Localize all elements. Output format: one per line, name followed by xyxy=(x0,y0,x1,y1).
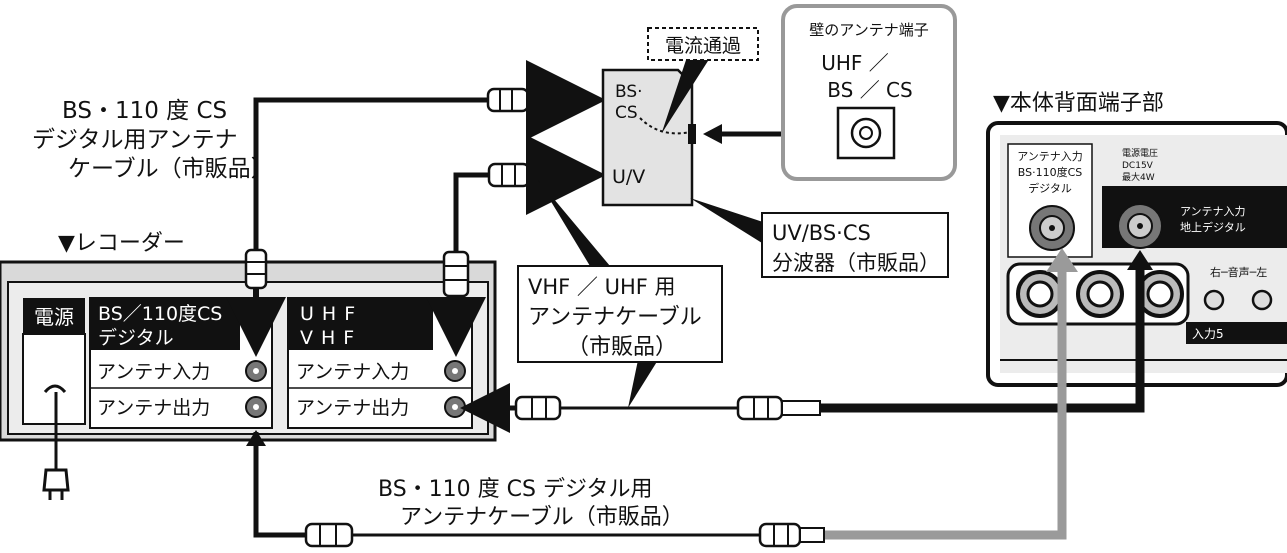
rear-bs-label-3: デジタル xyxy=(1028,181,1072,195)
bs-antenna-in-label: アンテナ入力 xyxy=(97,361,210,383)
splitter-callout-2: 分波器（市販品） xyxy=(772,251,940,275)
uv-antenna-out-label: アンテナ出力 xyxy=(296,397,409,419)
uv-header-line2: VHF xyxy=(300,327,362,349)
rear-power-2: DC15V xyxy=(1122,161,1154,171)
bs-cable-top-label-3: ケーブル（市販品） xyxy=(68,156,274,182)
uv-header xyxy=(288,298,433,350)
vhf-callout-1: VHF ／ UHF 用 xyxy=(528,275,676,299)
rear-power-1: 電源電圧 xyxy=(1122,148,1158,159)
rear-bs-label-1: アンテナ入力 xyxy=(1017,150,1083,163)
current-pass-label: 電流通過 xyxy=(665,35,741,57)
bs-header-line2: デジタル xyxy=(98,327,174,349)
splitter-callout-1: UV/BS·CS xyxy=(772,221,871,245)
wall-terminal-title: 壁のアンテナ端子 xyxy=(809,21,928,39)
vhf-callout-pointer-top xyxy=(538,180,610,266)
uv-cable-bottom-connector-right xyxy=(736,395,821,421)
bs-cable-top-label-2: デジタル用アンテナ xyxy=(32,127,238,153)
arrow-to-terrestrial xyxy=(1127,250,1153,270)
bs-cable-top-connector xyxy=(486,87,547,113)
uv-in-connector xyxy=(426,250,486,357)
bs-header-line1: BS／110度CS xyxy=(98,303,222,325)
bs-cable-bottom-gray xyxy=(823,265,1067,540)
vhf-callout-pointer-bottom xyxy=(628,360,658,408)
vhf-callout-2: アンテナケーブル xyxy=(528,305,702,330)
bs-cable-bottom-label-2: アンテナケーブル（市販品） xyxy=(400,505,684,530)
uv-header-line1: UHF xyxy=(300,303,363,325)
rear-terrestrial-2: 地上デジタル xyxy=(1180,220,1246,234)
splitter-uv-label: U/V xyxy=(612,166,645,188)
power-plug-icon xyxy=(42,384,70,500)
recorder-title: ▼レコーダー xyxy=(58,231,185,256)
rear-audio-label: 右─音声─左 xyxy=(1210,265,1267,279)
wall-uhf-label: UHF ／ xyxy=(821,51,889,75)
rear-bs-jack-icon xyxy=(1029,205,1075,251)
bs-cable-top-label-1: BS・110 度 CS xyxy=(62,98,227,124)
rear-panel-title: ▼本体背面端子部 xyxy=(993,91,1164,116)
bs-cable-bottom-connector-left xyxy=(304,522,354,548)
splitter-bs-label-1: BS· xyxy=(615,82,643,102)
bs-antenna-out-label: アンテナ出力 xyxy=(97,397,210,419)
rear-terrestrial-jack-icon xyxy=(1117,203,1163,249)
splitter: BS· CS U/V xyxy=(601,59,709,207)
uv-cable-bottom-black xyxy=(820,262,1145,413)
bs-cable-top xyxy=(253,97,487,260)
rear-power-3: 最大4W xyxy=(1122,171,1155,183)
splitter-bs-label-2: CS xyxy=(615,103,638,123)
arrow-to-bs-input xyxy=(1046,248,1078,272)
uv-cable-top-connector xyxy=(487,162,546,188)
uv-cable-top xyxy=(453,172,489,258)
vhf-callout xyxy=(517,265,723,363)
bs-cable-bottom-label-1: BS・110 度 CS デジタル用 xyxy=(378,477,653,502)
vhf-callout-3: （市販品） xyxy=(567,335,677,360)
bs-in-connector xyxy=(226,248,286,357)
current-pass-box xyxy=(647,27,759,61)
bs-header xyxy=(90,298,240,350)
wall-bs-cs-label: BS ／ CS xyxy=(827,78,912,102)
splitter-callout xyxy=(761,212,949,278)
rear-terrestrial-1: アンテナ入力 xyxy=(1180,205,1246,218)
splitter-callout-pointer xyxy=(690,198,775,248)
wall-terminal: 壁のアンテナ端子 UHF ／ BS ／ CS xyxy=(781,4,957,181)
rear-bs-label-2: BS·110度CS xyxy=(1018,165,1083,179)
arrow-to-bs-out xyxy=(246,430,266,446)
rear-input5-label: 入力5 xyxy=(1192,327,1224,341)
bs-cable-bottom-left xyxy=(253,432,305,538)
recorder: 電源 BS／110度CS デジタル アンテナ入力 アンテナ出力 UHF VHF … xyxy=(0,260,497,442)
power-header xyxy=(23,298,85,334)
power-label: 電源 xyxy=(34,305,74,329)
bs-cable-bottom-connector-right xyxy=(758,522,825,548)
uv-cable-bottom-connector-left xyxy=(514,395,562,421)
uv-antenna-in-label: アンテナ入力 xyxy=(296,361,409,383)
